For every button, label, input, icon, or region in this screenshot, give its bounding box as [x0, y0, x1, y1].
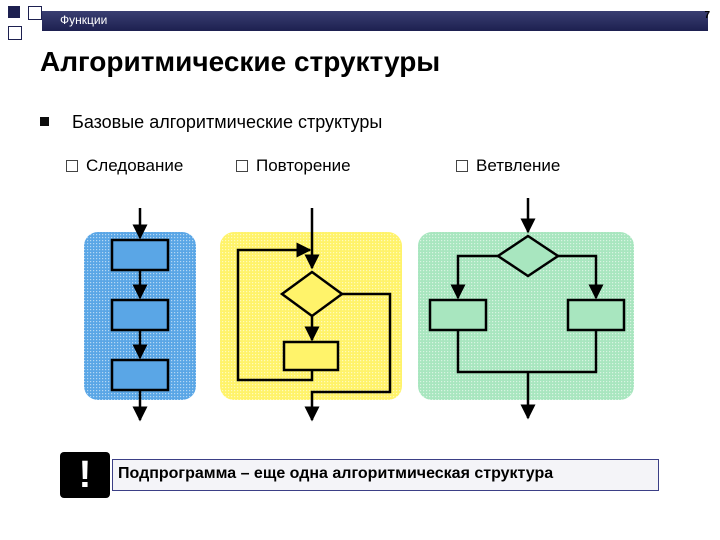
checkbox-icon	[66, 160, 78, 172]
corner-squares	[8, 6, 44, 42]
sub-item-sequence: Следование	[86, 156, 184, 175]
exclamation-icon: !	[60, 452, 110, 498]
checkbox-icon	[456, 160, 468, 172]
page-title: Алгоритмические структуры	[40, 46, 441, 77]
note-text: Подпрограмма – еще одна алгоритмическая …	[118, 465, 554, 482]
checkbox-icon	[236, 160, 248, 172]
sub-item-loop: Повторение	[256, 156, 351, 175]
bullet-text: Базовые алгоритмические структуры	[72, 112, 383, 132]
header-bar	[42, 11, 708, 31]
loop-diagram	[220, 208, 402, 422]
page-number: 7	[704, 10, 710, 21]
section-label: Функции	[60, 13, 108, 27]
bullet-square-icon	[40, 117, 49, 126]
sub-item-branch: Ветвление	[476, 156, 561, 175]
branch-diagram	[418, 198, 634, 420]
note-box	[112, 459, 659, 491]
sequence-diagram	[84, 208, 196, 422]
